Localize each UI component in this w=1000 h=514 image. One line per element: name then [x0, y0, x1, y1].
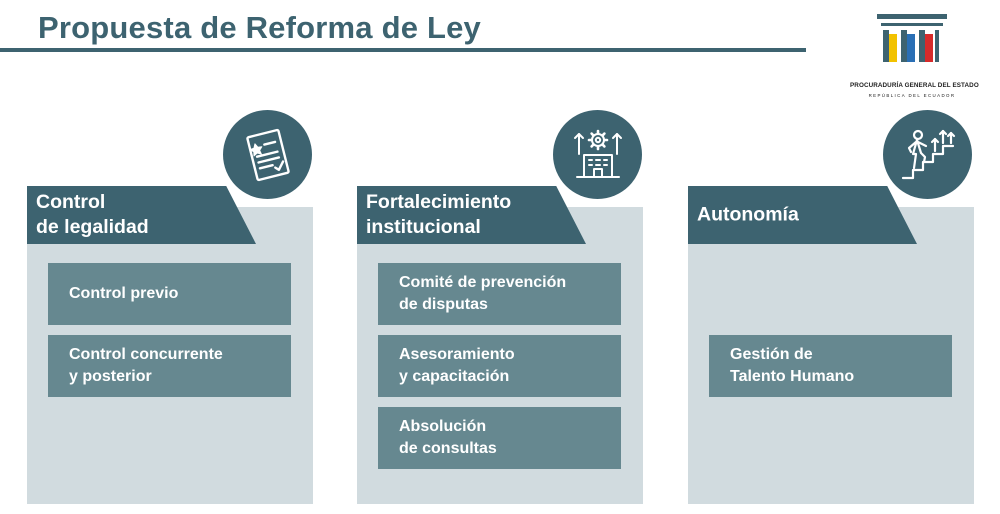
heading-autonomia: Autonomía	[697, 203, 799, 226]
institution-logo: PROCURADURÍA GENERAL DEL ESTADO REPÚBLIC…	[850, 14, 979, 98]
item-label: Absolución de consultas	[399, 418, 497, 457]
logo-country-name: REPÚBLICA DEL ECUADOR	[868, 93, 956, 98]
item-label: Comité de prevención de disputas	[399, 274, 567, 313]
title-underline	[0, 48, 806, 52]
document-checklist-icon	[223, 110, 312, 199]
item-label: Control previo	[69, 285, 179, 302]
item-gestion-talento: Gestión de Talento Humano	[709, 335, 952, 397]
page-title: Propuesta de Reforma de Ley	[38, 10, 481, 45]
item-absolucion: Absolución de consultas	[378, 407, 621, 469]
item-label: Asesoramiento y capacitación	[399, 346, 515, 385]
item-control-concurrente: Control concurrente y posterior	[48, 335, 291, 397]
item-label: Gestión de Talento Humano	[730, 346, 855, 385]
heading-banner-autonomia: Autonomía	[688, 186, 917, 244]
building-growth-gear-icon	[553, 110, 642, 199]
logo-institution-name: PROCURADURÍA GENERAL DEL ESTADO	[850, 82, 979, 89]
person-climbing-stairs-icon	[883, 110, 972, 199]
heading-fortalecimiento: Fortalecimiento institucional	[366, 191, 512, 238]
item-control-previo: Control previo	[48, 263, 291, 325]
logo-emblem-icon	[877, 14, 947, 62]
item-comite-prevencion: Comité de prevención de disputas	[378, 263, 621, 325]
heading-banner-control-legalidad: Control de legalidad	[27, 186, 256, 244]
item-label: Control concurrente y posterior	[69, 346, 223, 385]
heading-control-legalidad: Control de legalidad	[36, 191, 149, 238]
item-asesoramiento: Asesoramiento y capacitación	[378, 335, 621, 397]
heading-banner-fortalecimiento: Fortalecimiento institucional	[357, 186, 586, 244]
